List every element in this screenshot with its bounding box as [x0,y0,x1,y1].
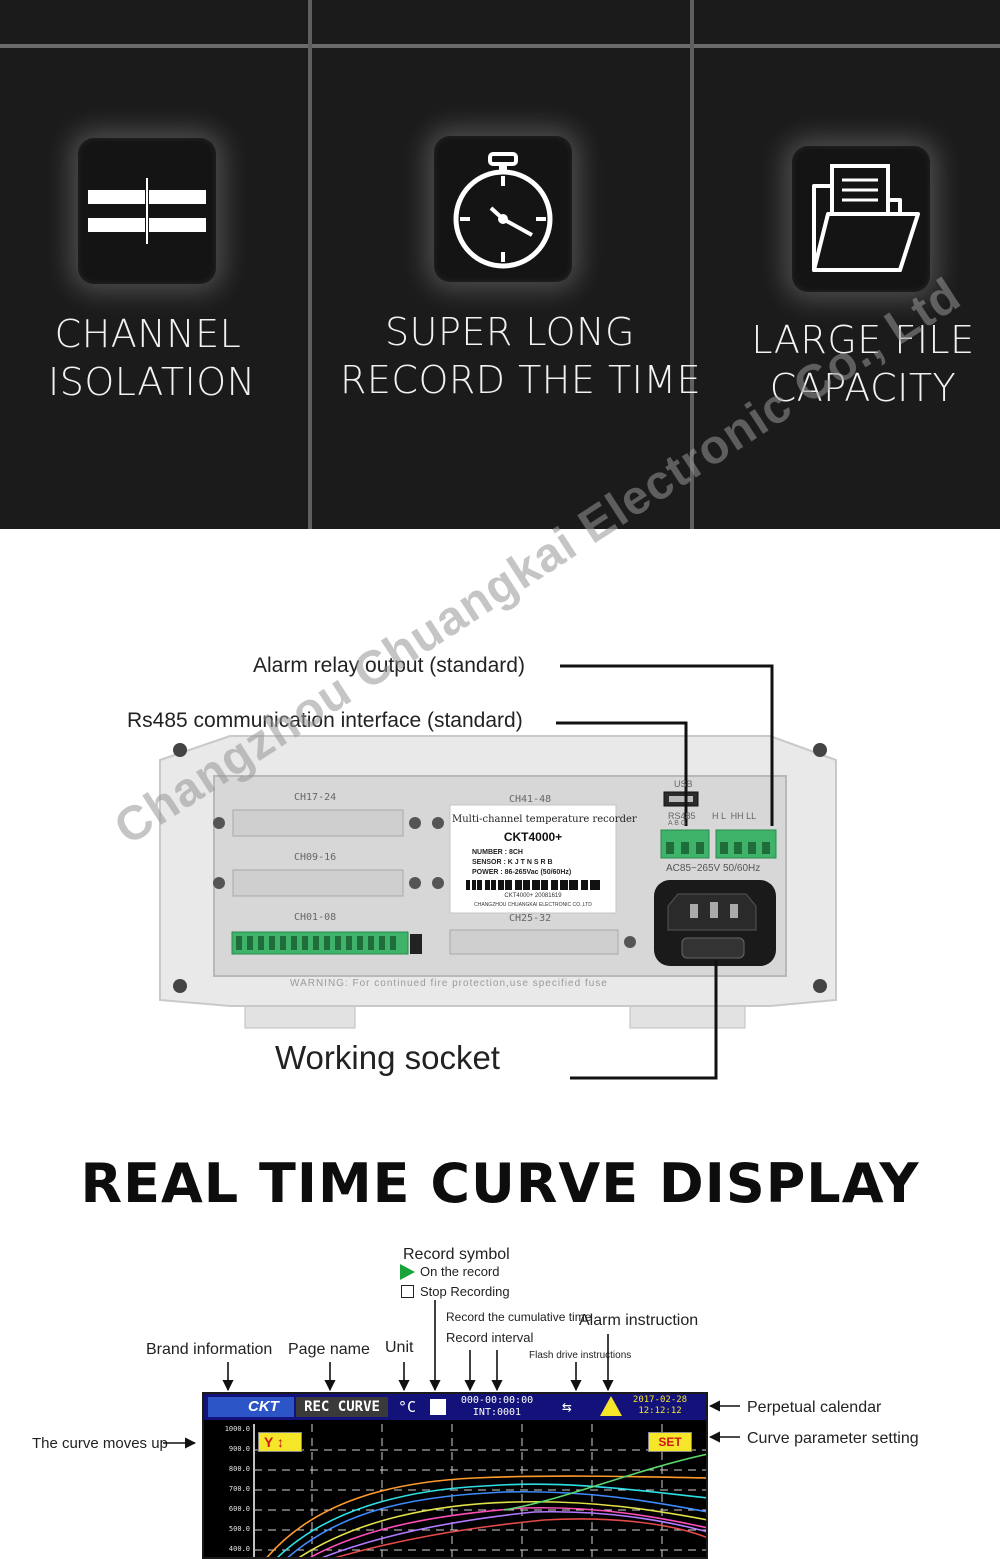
y-tick-label: 600.0 [228,1505,250,1513]
brand-information-label: Brand information [146,1341,273,1358]
y-tick-label: 700.0 [228,1485,250,1493]
plate-model: CKT4000+ [503,830,563,844]
plate-sensor: SENSOR : K J T N S R B [472,859,553,866]
y-tick-label: 1000.0 [224,1425,250,1433]
feature-title-3: LARGE FILE CAPACITY [748,316,978,412]
on-record-label: On the record [420,1264,500,1279]
brand-text: CKT [248,1398,279,1415]
rear-panel-illustration [159,664,837,1080]
stop-recording-label: Stop Recording [420,1284,510,1299]
feature-3-line-1: LARGE FILE [751,318,975,362]
alarm-relay-callout: Alarm relay output (standard) [253,654,525,677]
rear-panel-section: CH17-24 CH09-16 CH01-08 CH41-48 CH25-32 … [0,529,1000,1129]
y-button-label: Y [264,1434,274,1450]
rs485-pins-label: A B G [668,820,687,827]
date-text: 2017-02-28 [632,1395,688,1405]
feature-3-line-2: CAPACITY [769,366,957,410]
usb-icon: ⇆ [562,1397,572,1416]
record-play-icon [400,1264,415,1280]
slot-label-ch41-48: CH41-48 [509,794,552,805]
plate-power: POWER : 86-265Vac (50/60Hz) [472,869,572,876]
slot-label-ch17-24: CH17-24 [294,792,337,803]
curve-plot [253,1424,706,1557]
plate-number: NUMBER : 8CH [472,849,523,856]
plate-title: Multi-channel temperature recorder [452,814,637,825]
feature-title-1: CHANNEL ISOLATION [48,310,256,406]
rs485-callout: Rs485 communication interface (standard) [127,709,523,732]
unit-label: Unit [385,1339,414,1356]
annotation-arrows [163,1300,740,1449]
divider-horizontal [0,44,1000,48]
feature-2-line-1: SUPER LONG [385,310,635,354]
y-tick-label: 400.0 [228,1545,250,1553]
rs485-label: RS485 [668,811,696,821]
record-status-square [430,1399,446,1415]
working-socket-callout: Working socket [275,1039,500,1076]
y-tick-label: 500.0 [228,1525,250,1533]
slot-label-ch25-32: CH25-32 [509,913,552,924]
flash-drive-label: Flash drive instructions [529,1350,632,1361]
alarm-instruction-label: Alarm instruction [579,1312,699,1329]
recorder-screen: CKT REC CURVE °C 000-00:00:00 INT:0001 ⇆… [202,1392,708,1559]
page-name-text: REC CURVE [296,1397,388,1417]
channel-isolation-icon [78,138,216,284]
time-counter-text: 000-00:00:00 [460,1395,534,1406]
brand-badge: CKT [208,1397,294,1417]
feature-band: CHANNEL ISOLATION SUPER LONG RECORD THE … [0,0,1000,529]
y-tick-label: 800.0 [228,1465,250,1473]
feature-2-line-2: RECORD THE TIME [340,358,702,402]
plate-maker: CHANGZHOU CHUANGKAI ELECTRONIC CO.,LTD [474,902,592,908]
y-move-arrow-icon: ↕ [273,1434,284,1450]
slot-label-ch01-08: CH01-08 [294,912,337,923]
set-button[interactable]: SET [648,1432,692,1452]
perpetual-calendar-label: Perpetual calendar [747,1399,882,1416]
screen-status-bar: CKT REC CURVE °C 000-00:00:00 INT:0001 ⇆… [204,1394,706,1420]
curve-parameter-label: Curve parameter setting [747,1430,919,1447]
plate-serial: CKT4000+ 20081619 [504,893,562,899]
page-name-label: Page name [288,1341,370,1358]
record-symbol-label: Record symbol [403,1246,510,1263]
stop-square-icon [401,1285,414,1298]
file-folder-icon [792,146,930,292]
clock-text: 12:12:12 [638,1406,682,1416]
curve-moves-up-label: The curve moves up [32,1435,168,1452]
feature-1-line-2: ISOLATION [48,360,256,404]
warning-text: WARNING: For continued fire protection,u… [290,978,608,989]
power-rating-label: AC85~265V 50/60Hz [666,863,761,874]
unit-text: °C [397,1398,417,1416]
divider-vertical-1 [308,0,312,529]
interval-text: INT:0001 [472,1407,522,1418]
slot-label-ch09-16: CH09-16 [294,852,337,863]
y-tick-label: 900.0 [228,1445,250,1453]
relay-label: H L HH LL [712,811,757,821]
feature-title-2: SUPER LONG RECORD THE TIME [340,308,702,404]
feature-1-line-1: CHANNEL [54,312,242,356]
alarm-warning-icon [600,1396,622,1416]
y-axis-button[interactable]: Y ↕ [258,1432,302,1452]
stopwatch-icon [434,136,572,282]
curve-heading: REAL TIME CURVE DISPLAY [80,1152,920,1215]
record-interval-label: Record interval [446,1330,534,1345]
cumulative-time-label: Record the cumulative time [446,1310,592,1324]
usb-label: USB [674,779,693,789]
divider-vertical-2 [690,0,694,529]
